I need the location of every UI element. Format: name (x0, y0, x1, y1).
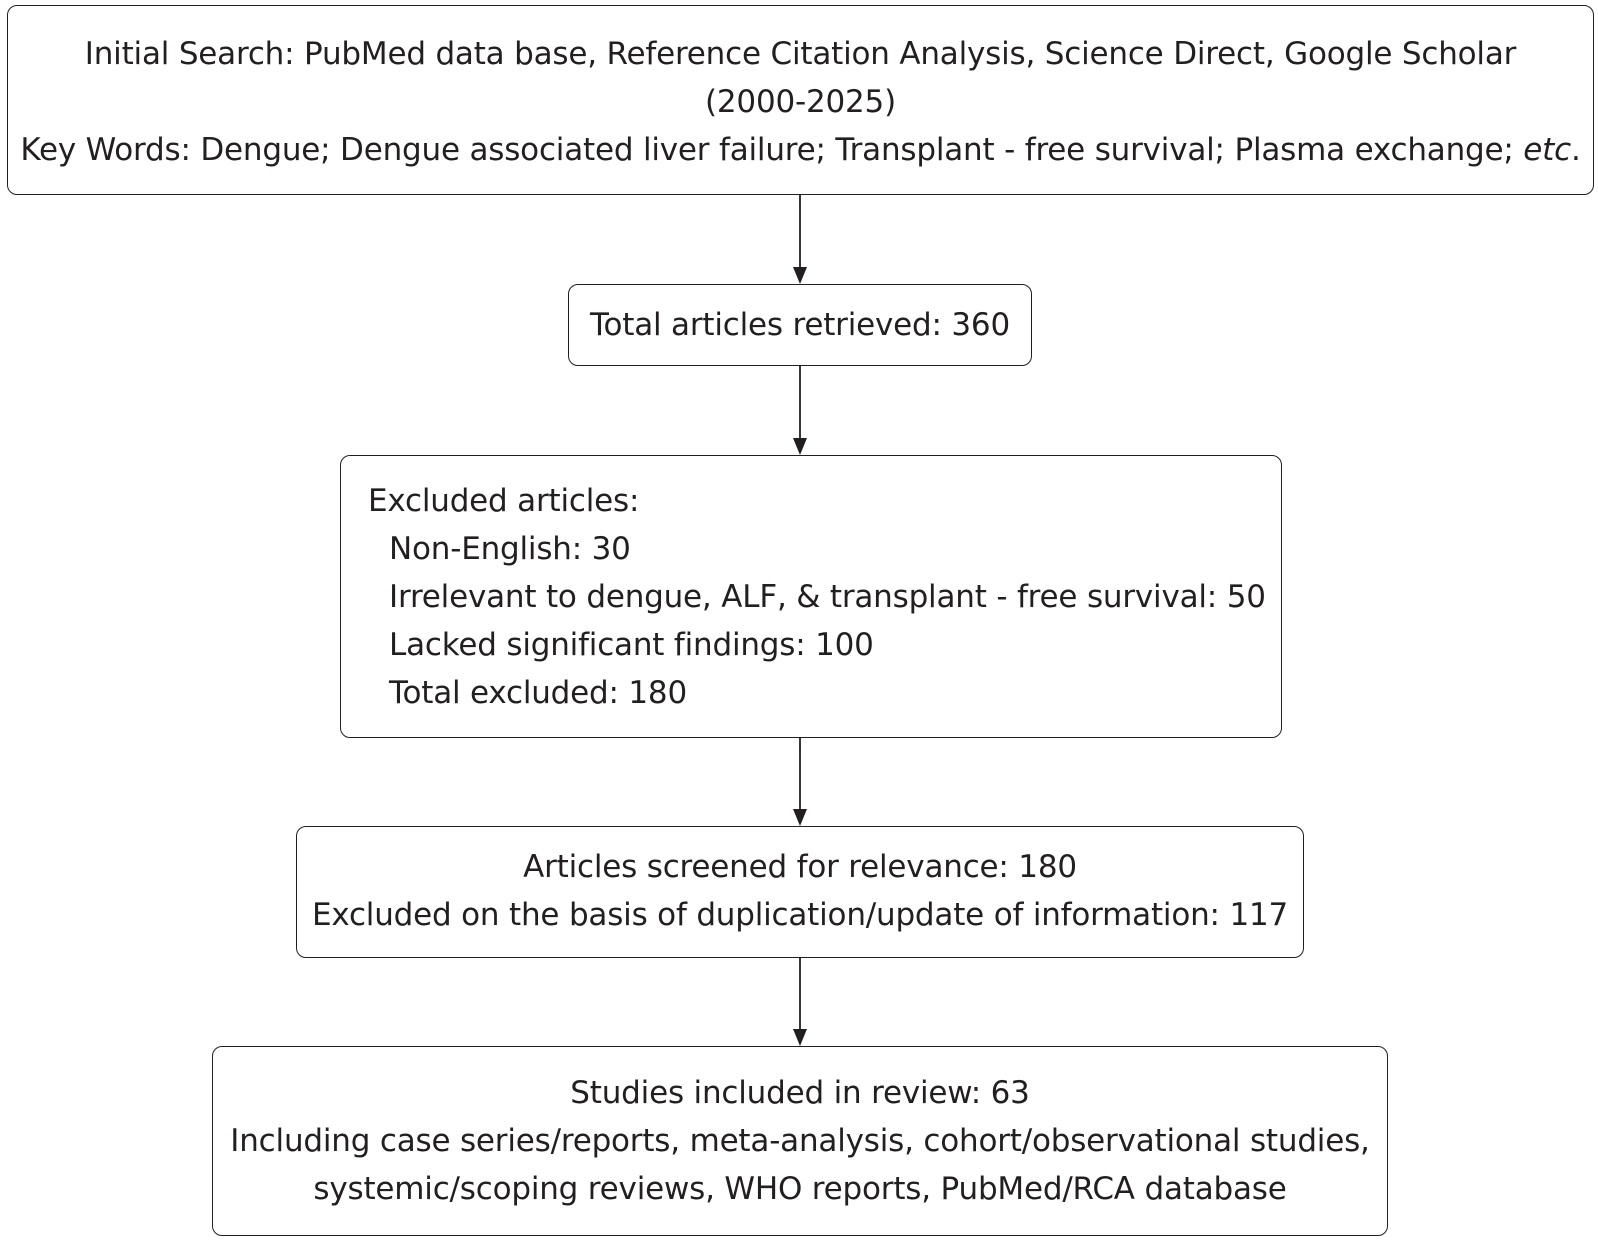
total-retrieved-text: Total articles retrieved: 360 (590, 307, 1010, 343)
initial-search-box: Initial Search: PubMed data base, Refere… (7, 5, 1594, 195)
keywords-period: . (1570, 132, 1581, 168)
included-studies-box: Studies included in review: 63 Including… (212, 1046, 1388, 1236)
excluded-item-total: Total excluded: 180 (389, 675, 687, 711)
screened-text: Articles screened for relevance: 180 (523, 849, 1077, 885)
search-date-range-text: (2000-2025) (705, 84, 896, 120)
excluded-articles-box: Excluded articles: Non-English: 30 Irrel… (340, 455, 1282, 738)
excluded-item-non-english: Non-English: 30 (389, 531, 631, 567)
excluded-item-irrelevant: Irrelevant to dengue, ALF, & transplant … (389, 579, 1266, 615)
included-types-text-2: systemic/scoping reviews, WHO reports, P… (313, 1171, 1287, 1207)
search-keywords-text: Key Words: Dengue; Dengue associated liv… (8, 126, 1593, 174)
arrow-screened-to-included (793, 958, 807, 1046)
total-retrieved-box: Total articles retrieved: 360 (568, 284, 1032, 366)
arrow-search-to-total (793, 195, 807, 284)
excluded-item-lacked-findings: Lacked significant findings: 100 (389, 627, 874, 663)
included-types-text-1: Including case series/reports, meta-anal… (230, 1123, 1370, 1159)
keywords-etc: etc (1523, 132, 1571, 168)
arrow-excluded-to-screened (793, 738, 807, 826)
duplication-excluded-text: Excluded on the basis of duplication/upd… (311, 897, 1289, 933)
excluded-heading: Excluded articles: (368, 483, 640, 519)
keywords-main: Key Words: Dengue; Dengue associated liv… (20, 132, 1524, 168)
included-count-text: Studies included in review: 63 (570, 1075, 1030, 1111)
search-sources-text: Initial Search: PubMed data base, Refere… (84, 36, 1517, 72)
screened-box: Articles screened for relevance: 180 Exc… (296, 826, 1304, 958)
arrow-total-to-excluded (793, 366, 807, 455)
